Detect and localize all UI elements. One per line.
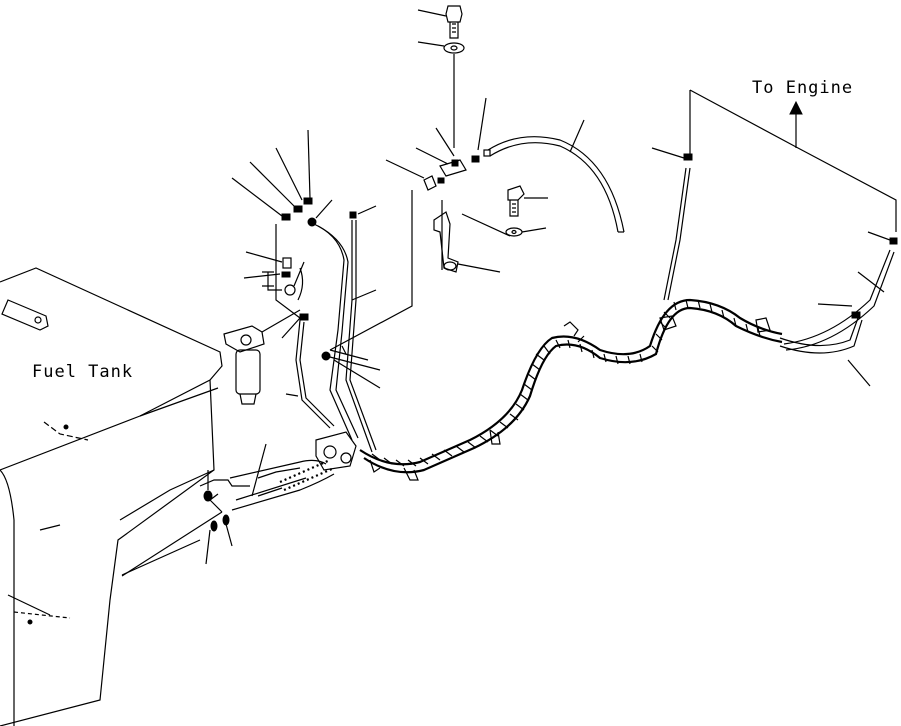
engine-hoses [663, 153, 898, 354]
mid-bolt [505, 185, 525, 237]
to-engine-arrow [789, 100, 803, 148]
filter-hoses [295, 220, 377, 453]
to-engine-label: To Engine [752, 78, 854, 98]
fuel-tank-bracket [1, 299, 49, 331]
main-harness [359, 298, 783, 481]
fuel-tank-label: Fuel Tank [32, 362, 134, 382]
top-bolt [443, 5, 465, 148]
reference-lines [321, 89, 897, 371]
center-clamp [423, 155, 511, 273]
upper-curved-hose [483, 136, 625, 233]
fuel-filter [223, 309, 301, 405]
fuel-tank-body [0, 267, 223, 726]
fitting-cluster [262, 197, 357, 321]
spiral-wrap-lower [279, 458, 335, 492]
leader-lines [205, 9, 891, 565]
manifold-block [121, 431, 357, 577]
